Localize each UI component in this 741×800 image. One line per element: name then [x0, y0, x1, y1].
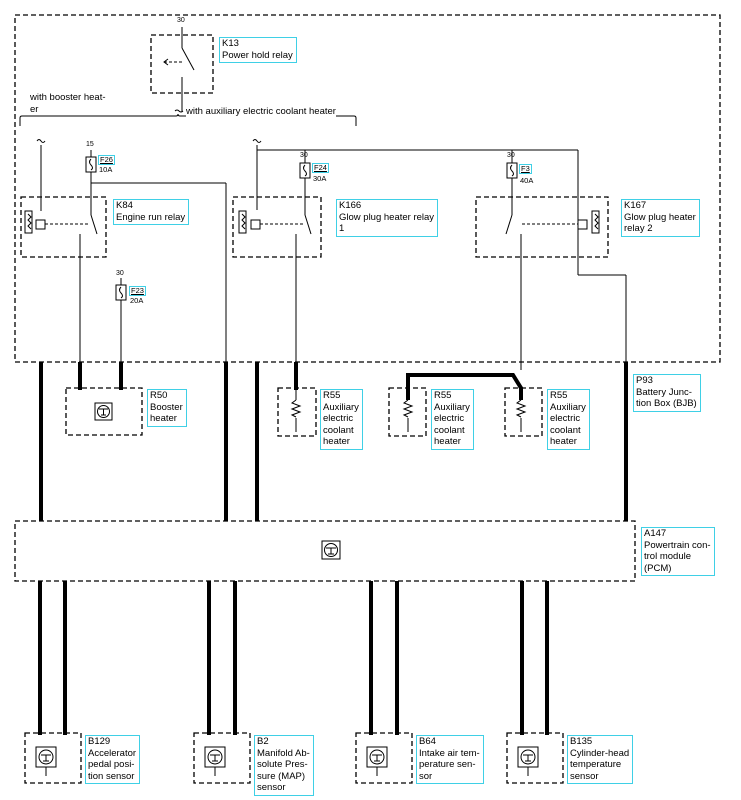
k13-boundary: [150, 34, 214, 94]
r50-boundary: [65, 387, 143, 436]
b135-label: B135 Cylinder-head temperature sensor: [567, 735, 634, 784]
k167-label: K167 Glow plug heater relay 2: [621, 199, 700, 237]
b64-label: B64 Intake air tem- perature sen- sor: [416, 735, 484, 784]
f23-id: F23: [129, 286, 146, 296]
k84-boundary: [20, 196, 107, 258]
b129-boundary: [24, 732, 82, 784]
k13-pin: 30: [177, 17, 185, 24]
f3-pin: 30: [507, 152, 515, 159]
f3-id: F3: [519, 164, 532, 174]
p93-label: P93 Battery Junc- tion Box (BJB): [633, 374, 701, 412]
f26-rating: 10A: [99, 165, 113, 174]
b64-boundary: [355, 732, 413, 784]
aux-coolant-option-label: with auxiliary electric coolant heater: [186, 106, 336, 118]
r55-c-label: R55 Auxiliary electric coolant heater: [547, 389, 590, 450]
k84-label: K84 Engine run relay: [113, 199, 190, 225]
k166-label: K166 Glow plug heater relay 1: [336, 199, 439, 237]
f23-pin: 30: [116, 270, 124, 277]
k166-boundary: [232, 196, 322, 258]
b2-label: B2 Manifold Ab- solute Pres- sure (MAP) …: [254, 735, 314, 796]
r55-a-boundary: [277, 387, 317, 437]
b129-label: B129 Accelerator pedal posi- tion sensor: [85, 735, 141, 784]
r55-b-label: R55 Auxiliary electric coolant heater: [431, 389, 474, 450]
bjb-boundary: [14, 14, 721, 363]
r55-c-boundary: [504, 387, 543, 437]
k167-boundary: [475, 196, 609, 258]
booster-option-label: with booster heat- er: [30, 92, 106, 115]
f26-pin: 15: [86, 141, 94, 148]
f24-rating: 30A: [313, 174, 327, 183]
r55-a-label: R55 Auxiliary electric coolant heater: [320, 389, 363, 450]
f23-rating: 20A: [130, 296, 144, 305]
f24-id: F24: [312, 163, 329, 173]
r50-label: R50 Booster heater: [147, 389, 187, 427]
b135-boundary: [506, 732, 564, 784]
pcm-boundary: [14, 520, 636, 582]
f3-rating: 40A: [520, 176, 534, 185]
a147-label: A147 Powertrain con- trol module (PCM): [641, 527, 715, 576]
b2-boundary: [193, 732, 251, 784]
f26-id: F26: [98, 155, 115, 165]
f24-pin: 30: [300, 152, 308, 159]
k13-label: K13 Power hold relay: [219, 37, 297, 63]
